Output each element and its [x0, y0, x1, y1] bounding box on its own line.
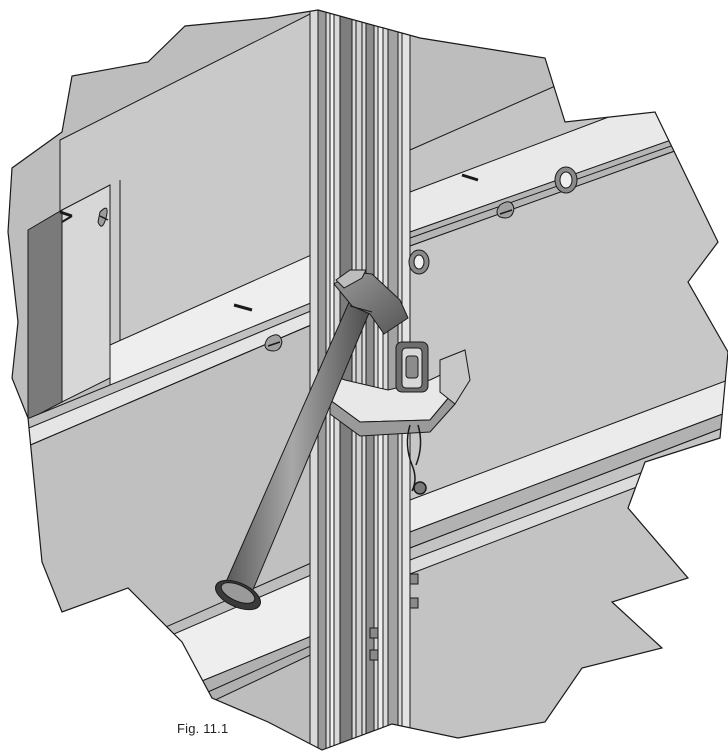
clamp-connector: [317, 349, 471, 437]
figure-caption: Fig. 11.1: [177, 721, 229, 736]
left-side-post: [27, 209, 63, 421]
pin-chain: [406, 424, 427, 495]
detail-burst-outline: [7, 9, 728, 751]
locking-pin: [395, 341, 429, 393]
twist-fastener: [264, 334, 283, 352]
hammer: [215, 269, 409, 611]
twist-fastener: [97, 207, 109, 227]
twist-fastener: [496, 201, 515, 219]
